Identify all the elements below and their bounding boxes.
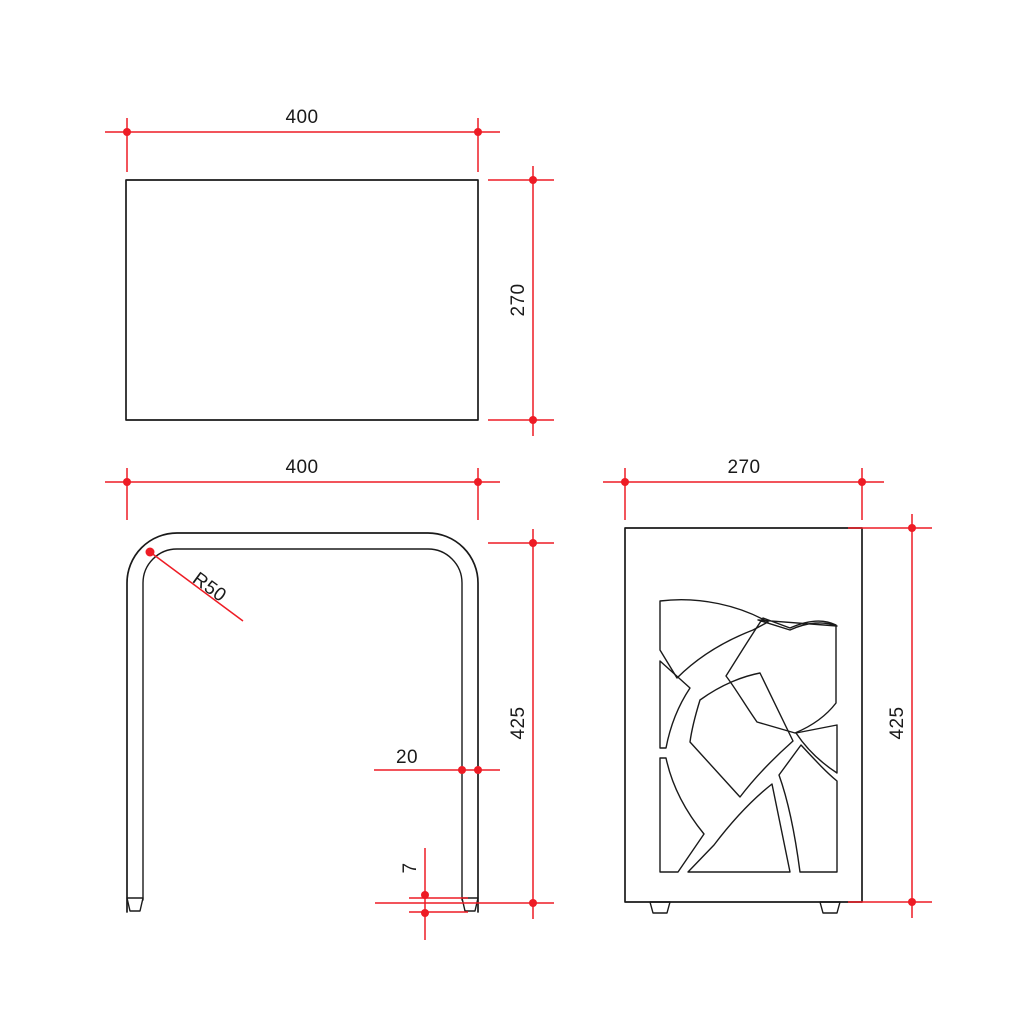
dimension-front-height: 425 [375,529,554,919]
dimension-front-width: 400 [105,457,500,520]
front-view-foot-right [461,897,479,912]
dimension-label-front-height: 425 [508,707,529,740]
side-view-lattice-pattern [659,599,838,873]
side-view [624,527,863,914]
lattice-cutout-3 [725,617,838,734]
front-view-tube-outer [126,532,479,913]
dimension-front-radius: R50 [145,547,244,622]
side-view-outline [624,527,863,903]
front-view-foot-left [126,897,144,912]
dimension-label-side-height: 425 [887,707,908,740]
dimension-label-front-tube: 20 [396,747,418,768]
dimension-top-depth: 270 [488,166,554,436]
dimension-front-foot: 7 [400,848,468,940]
dimension-label-side-width: 270 [728,457,761,478]
lattice-cutout-7 [687,783,791,873]
lattice-cutout-8 [778,744,838,873]
dimension-top-width: 400 [105,107,500,172]
lattice-cutout-2 [659,660,691,749]
dimension-label-front-foot: 7 [400,863,421,874]
top-view-outline [125,179,479,421]
dimension-label-top-depth: 270 [508,284,529,317]
lattice-cutout-6 [659,757,705,873]
side-view-foot-left [649,901,671,914]
dimension-label-front-radius: R50 [188,568,230,606]
top-view [125,179,479,421]
lattice-cutout-4 [689,672,794,798]
dimension-front-tube: 20 [374,747,500,774]
dimension-label-front-width: 400 [286,457,319,478]
front-view [126,532,479,913]
lattice-cutout-5 [795,724,838,774]
lattice-cutout-1 [659,599,769,679]
front-view-tube-inner [142,548,463,901]
dimension-side-width: 270 [603,457,884,520]
dimension-label-top-width: 400 [286,107,319,128]
side-view-foot-right [819,901,841,914]
dimension-side-height: 425 [848,514,932,918]
